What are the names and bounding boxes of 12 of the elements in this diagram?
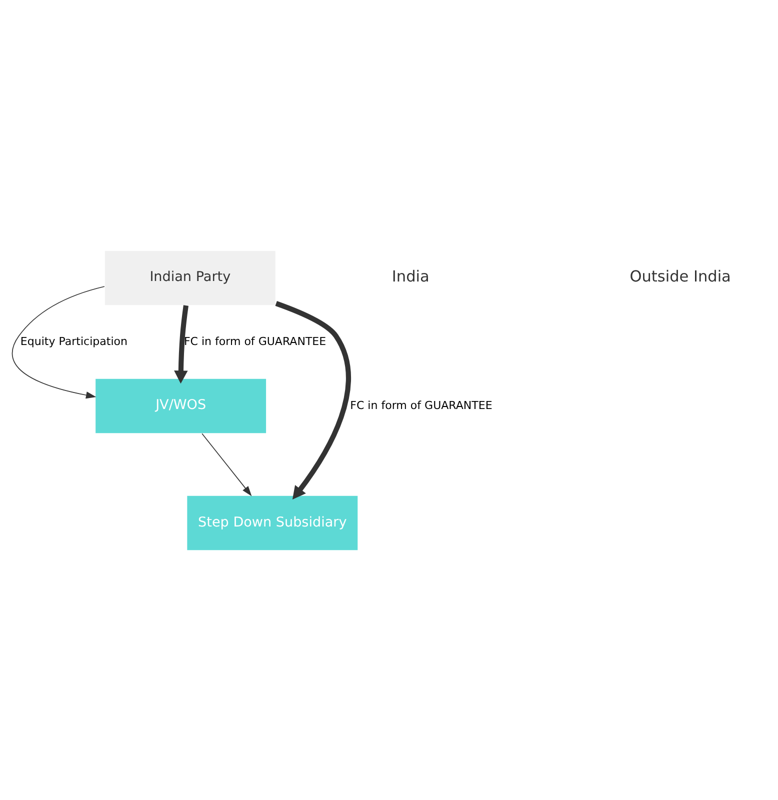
node-box: JV/WOS <box>94 378 267 434</box>
label: India <box>392 267 430 286</box>
node-box: Indian Party <box>104 249 276 306</box>
node-box: Step Down Subsidiary <box>186 494 358 551</box>
arrow <box>12 286 105 398</box>
edge-label: Equity Participation <box>20 334 128 348</box>
arrow <box>275 300 351 500</box>
edge-label: FC in form of GUARANTEE <box>184 334 326 348</box>
edge-label: FC in form of GUARANTEE <box>350 398 492 412</box>
label: Outside India <box>630 267 731 286</box>
arrow <box>202 432 252 496</box>
arrow <box>174 304 188 384</box>
